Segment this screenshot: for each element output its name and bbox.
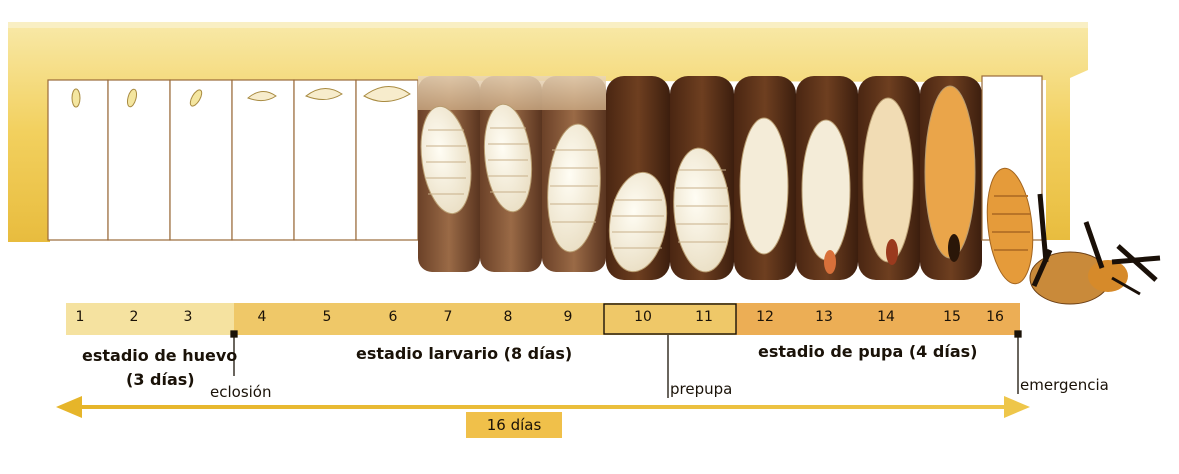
- day-number: 2: [119, 309, 149, 325]
- day-number: 14: [871, 309, 901, 325]
- egg-stage-label: estadio de huevo: [82, 346, 237, 365]
- day-number: 1: [65, 309, 95, 325]
- day-number: 10: [628, 309, 658, 325]
- emerging-bee-icon: [982, 166, 1160, 304]
- day-number: 3: [173, 309, 203, 325]
- prepupa-label: prepupa: [670, 380, 732, 398]
- hatching-label: eclosión: [210, 383, 272, 401]
- total-duration-label: 16 días: [466, 412, 562, 438]
- total-duration-badge: 16 días: [466, 412, 562, 438]
- day-number: 8: [493, 309, 523, 325]
- day-number: 12: [750, 309, 780, 325]
- day-number: 4: [247, 309, 277, 325]
- egg-stage-duration: (3 días): [126, 370, 195, 389]
- pupa-stage-label: estadio de pupa (4 días): [758, 342, 977, 361]
- day-number: 16: [980, 309, 1010, 325]
- day-number: 11: [689, 309, 719, 325]
- comb-top-edge: [8, 22, 1088, 28]
- day-number: 5: [312, 309, 342, 325]
- open-cells: [48, 80, 418, 240]
- emergence-label: emergencia: [1020, 376, 1109, 394]
- larva-stage-label: estadio larvario (8 días): [356, 344, 572, 363]
- day-number: 13: [809, 309, 839, 325]
- day-number: 6: [378, 309, 408, 325]
- day-number: 15: [937, 309, 967, 325]
- day-number: 9: [553, 309, 583, 325]
- day-number: 7: [433, 309, 463, 325]
